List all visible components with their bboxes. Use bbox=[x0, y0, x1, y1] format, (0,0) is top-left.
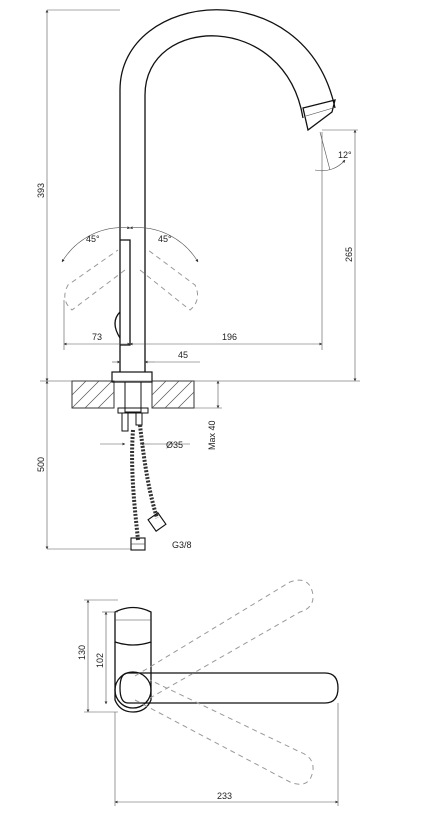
hole-diameter-label: Ø35 bbox=[166, 440, 183, 450]
top-view: 130 102 233 bbox=[77, 579, 339, 806]
lever-angle-left-label: 45° bbox=[86, 234, 100, 244]
max-counter-label: Max 40 bbox=[207, 420, 217, 450]
hose-right bbox=[138, 424, 159, 519]
mount-base bbox=[111, 371, 153, 383]
lever-left-swing bbox=[64, 249, 126, 311]
lever-angle-right-label: 45° bbox=[158, 234, 172, 244]
height-total-label: 393 bbox=[36, 183, 46, 198]
top-spout-head bbox=[114, 606, 152, 646]
spout-inner-line bbox=[144, 35, 304, 245]
spout-outer-line bbox=[119, 9, 336, 245]
hose-length-label: 500 bbox=[36, 457, 46, 472]
lever-offset-label: 73 bbox=[92, 332, 102, 342]
thread-label: G3/8 bbox=[172, 540, 192, 550]
spout-height-label: 265 bbox=[344, 247, 354, 262]
lever-right-swing bbox=[139, 249, 199, 311]
top-lever-swing-down bbox=[134, 679, 314, 785]
top-height-inner-label: 102 bbox=[95, 653, 105, 668]
top-lever bbox=[119, 672, 339, 704]
side-view: 45° 45° 12° 393 265 73 196 45 bbox=[36, 9, 360, 551]
hose-left bbox=[130, 429, 140, 541]
base-width-label: 45 bbox=[178, 350, 188, 360]
top-lever-swing-up bbox=[134, 579, 314, 699]
top-width-label: 233 bbox=[217, 791, 232, 801]
spout-tip bbox=[302, 99, 336, 132]
spout-angle-label: 12° bbox=[338, 150, 352, 160]
top-height-outer-label: 130 bbox=[77, 645, 87, 660]
lever bbox=[120, 239, 131, 346]
countertop bbox=[71, 380, 195, 409]
spout-reach-label: 196 bbox=[222, 332, 237, 342]
